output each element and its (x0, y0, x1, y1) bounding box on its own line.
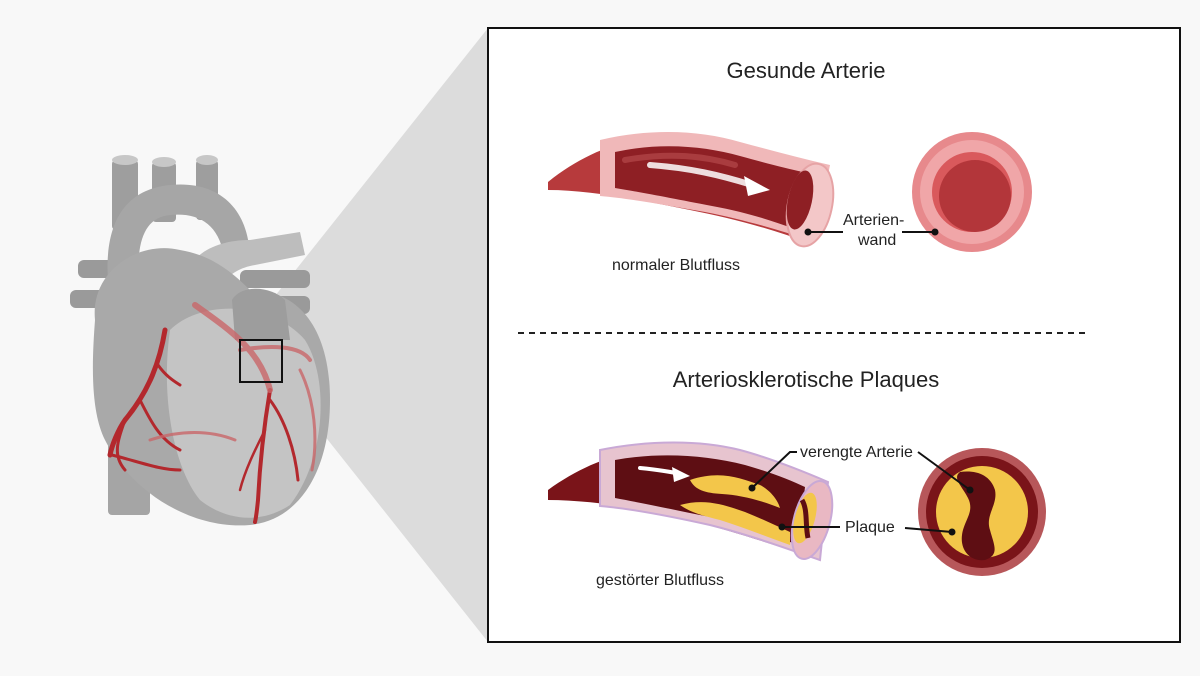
diseased-title: Arteriosklerotische Plaques (673, 367, 940, 392)
plaque-label: Plaque (845, 519, 895, 536)
healthy-title: Gesunde Arterie (727, 58, 886, 83)
detail-panel (488, 28, 1180, 642)
healthy-artery-cross-section (912, 132, 1032, 252)
healthy-flow-label: normaler Blutfluss (612, 257, 740, 274)
healthy-wall-label-2: wand (857, 232, 896, 249)
narrowed-label: verengte Arterie (800, 444, 913, 461)
diseased-flow-label: gestörter Blutfluss (596, 572, 724, 589)
heart-illustration (70, 155, 330, 525)
healthy-wall-label-1: Arterien- (843, 212, 904, 229)
